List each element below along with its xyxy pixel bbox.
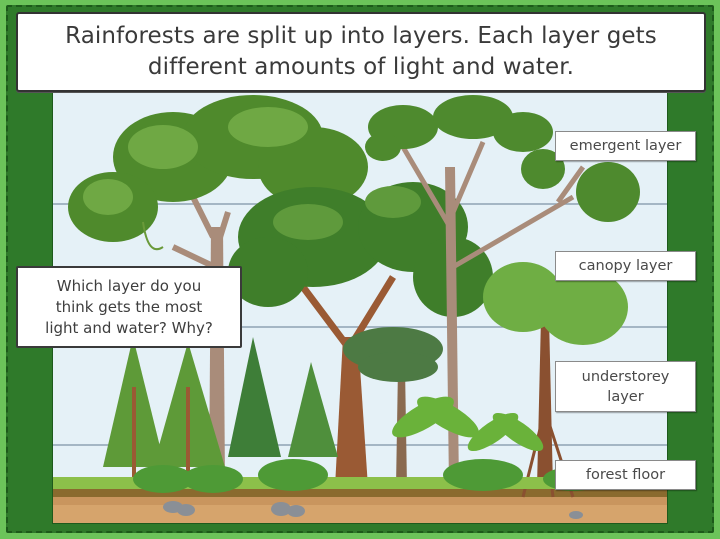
title-line-1: Rainforests are split up into layers. Ea… [65, 23, 657, 49]
label-understorey-line-2: layer [607, 388, 644, 405]
rainforest-scene-graphic [53, 95, 667, 523]
label-forest-floor: forest floor [555, 460, 696, 490]
question-line-3: light and water? Why? [45, 318, 213, 337]
label-understorey-layer: understorey layer [555, 361, 696, 412]
question-line-2: think gets the most [55, 297, 203, 316]
title-line-2: different amounts of light and water. [147, 54, 575, 80]
label-forest-floor-text: forest floor [585, 467, 666, 483]
question-prompt: Which layer do you think gets the most l… [16, 266, 242, 348]
label-canopy-layer-text: canopy layer [578, 258, 673, 274]
question-line-1: Which layer do you [56, 276, 202, 295]
rainforest-illustration [52, 86, 668, 524]
title-text: Rainforests are split up into layers. Ea… [18, 21, 704, 83]
label-understorey-line-1: understorey [581, 368, 670, 385]
label-canopy-layer: canopy layer [555, 251, 696, 281]
title-banner: Rainforests are split up into layers. Ea… [16, 12, 706, 92]
label-emergent-layer: emergent layer [555, 131, 696, 161]
label-emergent-layer-text: emergent layer [569, 138, 682, 154]
